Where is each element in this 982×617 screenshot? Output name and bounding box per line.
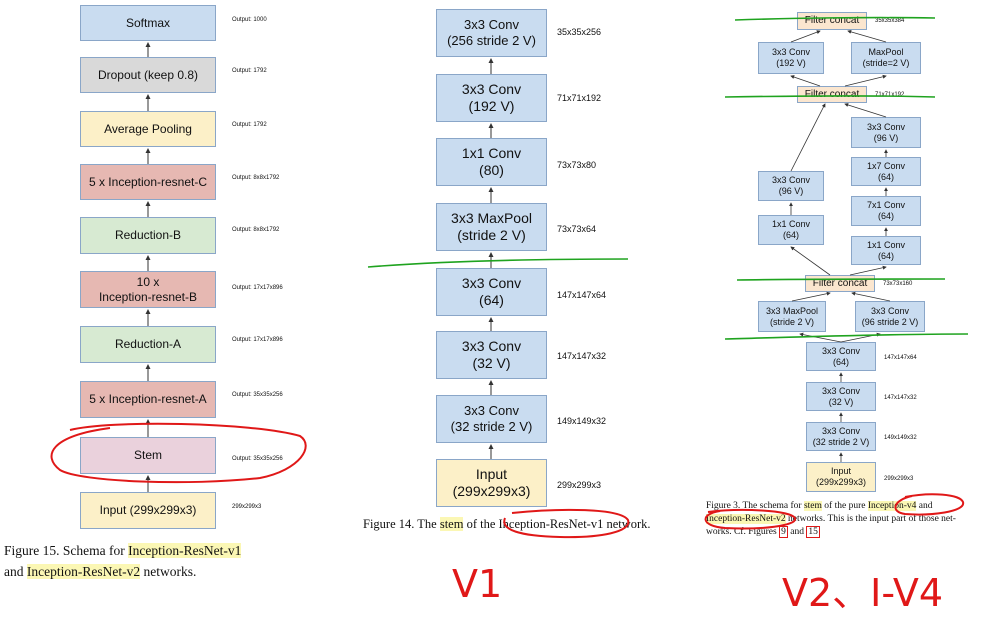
output-label: 73x73x64 bbox=[557, 224, 597, 234]
output-label: 71x71x192 bbox=[557, 93, 602, 103]
conv-96v-block: 3x3 Conv (96 V) bbox=[851, 117, 921, 148]
conv-32v-block: 3x3 Conv (32 V) bbox=[806, 382, 876, 411]
output-label: 299x299x3 bbox=[884, 476, 914, 482]
conv-64-block: 3x3 Conv (64) bbox=[436, 268, 547, 316]
output-label: Output: 17x17x896 bbox=[232, 285, 283, 291]
reduction-b-block: Reduction-B bbox=[80, 217, 216, 254]
conv-32v-block: 3x3 Conv (32 V) bbox=[436, 331, 547, 379]
figure-15-caption-line2: and Inception-ResNet-v2 networks. bbox=[4, 564, 197, 579]
output-label: 149x149x32 bbox=[884, 435, 917, 441]
maxpool-stride2-block: MaxPool (stride=2 V) bbox=[851, 42, 921, 74]
figure-15-caption-line1: Figure 15. Schema for Inception-ResNet-v… bbox=[4, 543, 242, 558]
output-label: 149x149x32 bbox=[557, 416, 607, 426]
input-block: Input (299x299x3) bbox=[806, 462, 876, 492]
inception-resnet-b-block: 10 x Inception-resnet-B bbox=[80, 271, 216, 308]
output-label: Output: 35x35x256 bbox=[232, 392, 283, 398]
output-label: Output: 17x17x896 bbox=[232, 337, 283, 343]
maxpool-block: 3x3 MaxPool (stride 2 V) bbox=[436, 203, 547, 251]
conv-32-stride2-block: 3x3 Conv (32 stride 2 V) bbox=[806, 422, 876, 451]
filter-concat-mid: Filter concat bbox=[797, 86, 867, 103]
inception-resnet-a-block: 5 x Inception-resnet-A bbox=[80, 381, 216, 418]
maxpool-stride2-low-block: 3x3 MaxPool (stride 2 V) bbox=[758, 301, 826, 332]
conv-1x1-64-right-block: 1x1 Conv (64) bbox=[851, 236, 921, 265]
output-label: 147x147x64 bbox=[557, 290, 607, 300]
output-label: 147x147x32 bbox=[557, 351, 607, 361]
output-label: 73x73x80 bbox=[557, 160, 597, 170]
softmax-block: Softmax bbox=[80, 5, 216, 41]
output-label: 147x147x32 bbox=[884, 395, 917, 401]
conv-96v-left-block: 3x3 Conv (96 V) bbox=[758, 171, 824, 201]
conv-256-stride2-block: 3x3 Conv (256 stride 2 V) bbox=[436, 9, 547, 57]
output-label: Output: 1792 bbox=[232, 122, 267, 128]
output-label: 35x35x256 bbox=[557, 27, 602, 37]
input-block: Input (299x299x3) bbox=[436, 459, 547, 507]
filter-concat-top: Filter concat bbox=[797, 12, 867, 30]
output-label: Output: 35x35x256 bbox=[232, 456, 283, 462]
output-label: Output: 1000 bbox=[232, 17, 267, 23]
conv-7x1-block: 7x1 Conv (64) bbox=[851, 196, 921, 226]
reduction-a-block: Reduction-A bbox=[80, 326, 216, 363]
green-separator-lines bbox=[367, 16, 969, 340]
figure-15-link[interactable]: 15 bbox=[806, 526, 820, 538]
output-label: Output: 8x8x1792 bbox=[232, 227, 280, 233]
conv-32-stride2-block: 3x3 Conv (32 stride 2 V) bbox=[436, 395, 547, 443]
red-annotation-circles bbox=[50, 422, 965, 539]
figure-14-caption: Figure 14. The stem of the Inception-Res… bbox=[363, 517, 651, 531]
output-label: 73x73x160 bbox=[883, 281, 913, 287]
figure-3-caption-line2: Inception-ResNet-v2 networks. This is th… bbox=[706, 514, 956, 524]
conv-192v-block: 3x3 Conv (192 V) bbox=[758, 42, 824, 74]
handwritten-v2-v4-label: V2、I-V4 bbox=[782, 571, 944, 615]
stem-block: Stem bbox=[80, 437, 216, 474]
input-block: Input (299x299x3) bbox=[80, 492, 216, 529]
figure-3-caption-line1: Figure 3. The schema for stem of the pur… bbox=[706, 501, 933, 511]
output-label: 299x299x3 bbox=[232, 504, 262, 510]
dropout-block: Dropout (keep 0.8) bbox=[80, 57, 216, 93]
output-label: 35x35x384 bbox=[875, 18, 905, 24]
output-label: 299x299x3 bbox=[557, 480, 602, 490]
figure-9-link[interactable]: 9 bbox=[779, 526, 788, 538]
conv-1x7-block: 1x7 Conv (64) bbox=[851, 157, 921, 186]
conv-1x1-64-left-block: 1x1 Conv (64) bbox=[758, 215, 824, 245]
inception-resnet-c-block: 5 x Inception-resnet-C bbox=[80, 164, 216, 200]
output-label: Output: 8x8x1792 bbox=[232, 175, 280, 181]
figure-3-caption-line3: works. Cf. Figures 9 and 15 bbox=[706, 526, 820, 538]
conv-64-block: 3x3 Conv (64) bbox=[806, 342, 876, 371]
conv-1x1-80-block: 1x1 Conv (80) bbox=[436, 138, 547, 186]
average-pooling-block: Average Pooling bbox=[80, 111, 216, 147]
handwritten-v1-label: V1 bbox=[452, 562, 503, 606]
conv-96-stride2-block: 3x3 Conv (96 stride 2 V) bbox=[855, 301, 925, 332]
output-label: 71x71x192 bbox=[875, 92, 905, 98]
conv-192-block: 3x3 Conv (192 V) bbox=[436, 74, 547, 122]
output-label: Output: 1792 bbox=[232, 68, 267, 74]
output-label: 147x147x64 bbox=[884, 355, 917, 361]
